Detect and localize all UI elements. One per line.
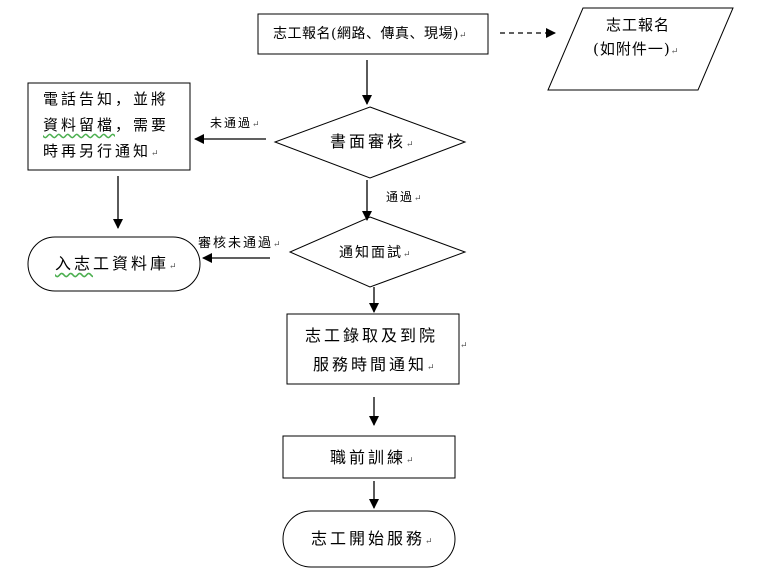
- paragraph-mark: ↵: [169, 262, 180, 272]
- training-text: 職前訓練: [330, 448, 407, 467]
- review-diamond: [273, 106, 467, 179]
- paragraph-mark: ↵: [406, 140, 417, 150]
- start-label: 志工開始服務↵: [311, 528, 436, 553]
- edge-label-review-fail: 未通過↵: [210, 112, 262, 136]
- notify-phone-box: [27, 82, 191, 171]
- paragraph-mark: ↵: [406, 456, 417, 466]
- training-label: 職前訓練↵: [330, 447, 417, 472]
- paragraph-mark: ↵: [403, 250, 413, 260]
- paragraph-mark: ↵: [252, 120, 262, 130]
- start-text: 志工開始服務: [311, 529, 426, 548]
- paragraph-mark: ↵: [414, 194, 424, 204]
- form-label-line1: 志工報名: [606, 16, 671, 34]
- review-label: 書面審核↵: [330, 131, 417, 156]
- notify-phone-text: 時再另行通知: [43, 142, 152, 160]
- edge-label-interview-fail: 審核未通過↵: [198, 233, 283, 256]
- edge-label-review-pass: 通過↵: [386, 186, 424, 210]
- edge-text: 審核未通過: [198, 236, 274, 251]
- paragraph-mark: ↵: [670, 47, 680, 57]
- form-text: (如附件一): [593, 40, 671, 58]
- paragraph-mark: ↵: [427, 363, 438, 373]
- notify-phone-line3: 時再另行通知↵: [43, 140, 162, 165]
- database-terminal: [27, 236, 201, 292]
- form-label-line2: (如附件一)↵: [593, 38, 679, 63]
- signup-text: 志工報名(網路、傳真、現場): [273, 26, 459, 42]
- notify-phone-line1: 電話告知，並將: [43, 90, 170, 108]
- interview-text: 通知面試: [339, 245, 403, 261]
- admission-box: [286, 313, 460, 385]
- admission-line2: 服務時間通知↵: [313, 354, 438, 379]
- database-text: 工資料庫: [93, 254, 170, 273]
- paragraph-mark: ↵: [273, 240, 283, 250]
- training-box: [282, 435, 456, 479]
- signup-box: [257, 13, 489, 55]
- paragraph-mark: ↵: [458, 31, 467, 41]
- paragraph-mark: ↵: [151, 149, 162, 159]
- paragraph-mark: ↵: [460, 341, 468, 351]
- notify-phone-line2: 資料留檔，需要: [43, 114, 169, 136]
- admission-line1: 志工錄取及到院: [305, 326, 439, 345]
- admission-text: 服務時間通知: [313, 355, 428, 374]
- edge-text: 通過: [386, 190, 415, 204]
- spellcheck-marked-text: 入志: [55, 254, 94, 273]
- review-text: 書面審核: [330, 132, 407, 151]
- form-parallelogram: [547, 7, 734, 91]
- signup-label: 志工報名(網路、傳真、現場)↵: [273, 23, 467, 47]
- interview-label: 通知面試↵: [339, 242, 413, 266]
- notify-phone-text: ，需要: [115, 116, 170, 134]
- database-label: 入志工資料庫↵: [55, 253, 180, 278]
- interview-diamond: [288, 216, 467, 288]
- start-terminal: [282, 510, 456, 568]
- edge-text: 未通過: [210, 116, 253, 130]
- spellcheck-marked-text: 資料留檔: [43, 116, 116, 134]
- paragraph-mark: ↵: [425, 537, 436, 547]
